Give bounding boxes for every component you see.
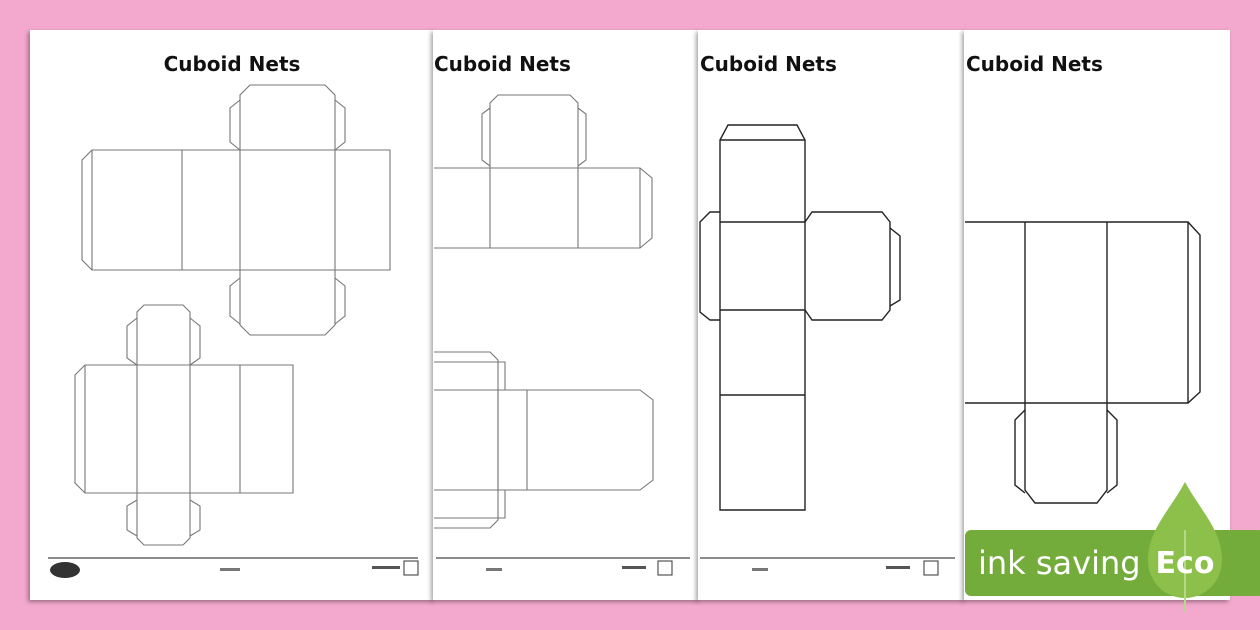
cuboid-net	[965, 221, 1201, 504]
badge-label: ink saving	[978, 544, 1141, 582]
page-number	[752, 568, 768, 571]
brand-icon	[657, 560, 673, 576]
copyright-text	[886, 566, 910, 569]
copyright-text	[372, 566, 400, 569]
logo-icon	[50, 562, 80, 578]
worksheet-page-2: Cuboid Nets	[433, 30, 700, 600]
page-title: Cuboid Nets	[700, 52, 837, 76]
worksheet-page-1: Cuboid Nets	[30, 30, 435, 600]
ink-saving-eco-badge: ink saving Eco	[965, 482, 1260, 612]
cuboid-net	[434, 351, 654, 529]
page-title: Cuboid Nets	[164, 52, 301, 76]
brand-icon	[923, 560, 939, 576]
page-number	[220, 568, 240, 571]
cuboid-net	[81, 84, 391, 336]
cuboid-net	[699, 124, 901, 511]
page-title: Cuboid Nets	[966, 52, 1103, 76]
page-title: Cuboid Nets	[434, 52, 571, 76]
cuboid-net	[434, 94, 653, 249]
copyright-text	[622, 566, 646, 569]
eco-label: Eco	[1156, 546, 1215, 581]
worksheet-page-3: Cuboid Nets	[698, 30, 966, 600]
page-number	[486, 568, 502, 571]
brand-icon	[403, 560, 419, 576]
cuboid-net	[74, 304, 294, 546]
